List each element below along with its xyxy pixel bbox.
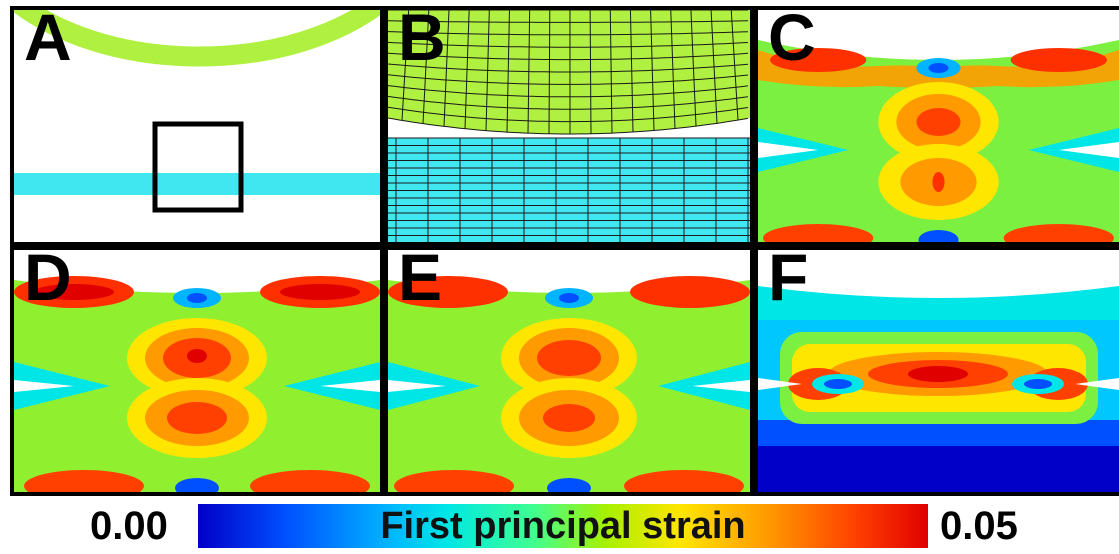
- panel-grid: A B: [10, 6, 1119, 496]
- lower-substrate-strip: [14, 173, 380, 195]
- strain-contour-e: [388, 250, 750, 492]
- strain-contour-c: [758, 10, 1119, 242]
- strain-contour-d: [14, 250, 380, 492]
- panel-c: C: [758, 10, 1119, 242]
- colorbar-max-label: 0.05: [940, 504, 1018, 548]
- panel-b: B: [388, 10, 750, 242]
- mesh-lines: [388, 10, 750, 242]
- upper-curved-body: [14, 10, 380, 67]
- geometry-overview: [14, 10, 380, 213]
- colorbar-min-label: 0.00: [90, 504, 168, 548]
- panel-a: A: [14, 10, 380, 242]
- panel-e: E: [388, 250, 750, 492]
- mesh-view: [388, 10, 750, 242]
- panel-label-b: B: [398, 10, 446, 74]
- zoom-region-box: [152, 121, 244, 213]
- colorbar-gradient: [198, 504, 928, 548]
- strain-contour-f: [758, 250, 1119, 492]
- colorbar: 0.00 First principal strain 0.05: [0, 500, 1119, 554]
- panel-f: F: [758, 250, 1119, 492]
- colorbar-title: First principal strain: [380, 505, 746, 547]
- panel-label-c: C: [768, 10, 816, 74]
- panel-label-d: D: [24, 250, 72, 314]
- panel-d: D: [14, 250, 380, 492]
- panel-label-f: F: [768, 250, 809, 314]
- panel-label-a: A: [24, 10, 72, 74]
- panel-label-e: E: [398, 250, 443, 314]
